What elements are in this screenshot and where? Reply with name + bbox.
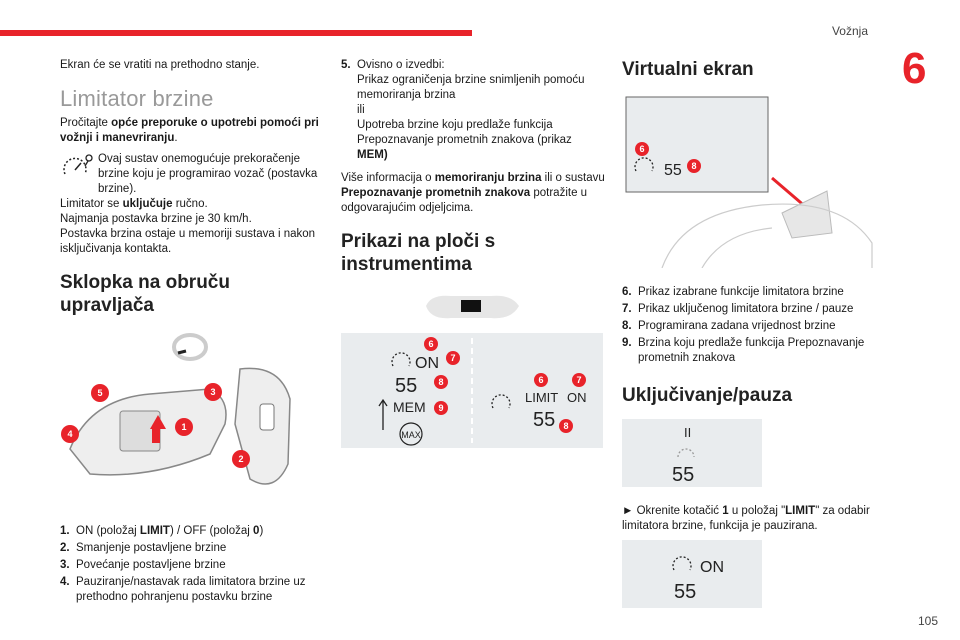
svg-text:6: 6: [639, 144, 644, 154]
note-block: Ovaj sustav onemogućuje prekoračenje brz…: [60, 152, 325, 197]
activation-title: Uključivanje/pauza: [622, 385, 793, 406]
virtual-screen-illustration: 55 6 8: [625, 96, 873, 269]
panel-badge-7-left: 7: [446, 351, 460, 365]
svg-text:6: 6: [428, 339, 433, 349]
list-item: 7.Prikaz uključenog limitatora brzine / …: [622, 303, 854, 315]
svg-text:LIMIT: LIMIT: [525, 390, 558, 405]
svg-text:2: 2: [238, 454, 243, 464]
list-item: 2.Smanjenje postavljene brzine: [60, 542, 227, 554]
more-info-text: Više informacija o memoriranju brzina il…: [341, 172, 605, 214]
instrument-panel-illustration: ON 55 MEM MAX 6 7 8 9 LIMIT ON 55 6 7 8: [341, 295, 603, 448]
svg-text:55: 55: [664, 162, 682, 179]
panel-badge-7-right: 7: [572, 373, 586, 387]
intro-text: Ekran će se vratiti na prethodno stanje.: [60, 59, 260, 71]
svg-text:9: 9: [438, 403, 443, 413]
svg-text:7: 7: [450, 353, 455, 363]
svg-text:II: II: [684, 425, 691, 440]
on-figure: ON 55: [622, 540, 892, 615]
item-5-list: 5. Ovisno o izvedbi:Prikaz ograničenja b…: [341, 58, 606, 163]
column-1: Ekran će se vratiti na prethodno stanje.…: [60, 58, 325, 607]
svg-text:6: 6: [538, 375, 543, 385]
figure-badge-5: 5: [91, 384, 109, 402]
on-illustration: ON 55: [622, 540, 762, 608]
figure-badge-2: 2: [232, 450, 250, 468]
panel-badge-9: 9: [434, 401, 448, 415]
svg-text:8: 8: [563, 421, 568, 431]
svg-text:ON: ON: [700, 559, 724, 576]
header-red-bar: [0, 30, 472, 36]
virtual-screen-figure: 55 6 8: [622, 93, 892, 273]
switch-title: Sklopka na obruču upravljača: [60, 272, 230, 316]
list-item: 6.Prikaz izabrane funkcije limitatora br…: [622, 286, 844, 298]
figure-badge-4: 4: [61, 425, 79, 443]
note-text: Ovaj sustav onemogućuje prekoračenje brz…: [98, 153, 318, 195]
svg-text:3: 3: [210, 387, 215, 397]
speed-limiter-icon: [63, 154, 93, 175]
switch-list: 1.ON (položaj LIMIT) / OFF (položaj 0) 2…: [60, 524, 325, 605]
panel-badge-8-right: 8: [559, 419, 573, 433]
panel-badge-6-left: 6: [424, 337, 438, 351]
svg-text:55: 55: [672, 464, 694, 486]
svg-text:ON: ON: [415, 355, 439, 372]
column-3: Virtualni ekran 55 6 8 6.Prikaz izabrane…: [622, 58, 892, 625]
figure-badge-1: 1: [175, 418, 193, 436]
panel-badge-6-right: 6: [534, 373, 548, 387]
svg-text:ON: ON: [567, 390, 587, 405]
steering-switch-illustration: 1 2 3 4 5: [61, 333, 291, 485]
panel-title: Prikazi na ploči s instrumentima: [341, 231, 496, 275]
virtual-badge-6: 6: [635, 142, 649, 156]
svg-text:55: 55: [395, 375, 417, 397]
steering-switch-figure: 1 2 3 4 5: [60, 329, 325, 514]
read-instructions: Pročitajte opće preporuke o upotrebi pom…: [60, 117, 319, 144]
svg-text:7: 7: [576, 375, 581, 385]
activation-step: ► Okrenite kotačić 1 u položaj "LIMIT" z…: [622, 505, 870, 532]
chapter-number: 6: [902, 44, 927, 93]
svg-text:55: 55: [674, 581, 696, 603]
svg-text:5: 5: [97, 388, 102, 398]
pause-figure: II 55: [622, 419, 892, 494]
page-number: 105: [917, 614, 938, 628]
list-item: 9.Brzina koju predlaže funkcija Prepozna…: [622, 337, 865, 364]
figure-badge-3: 3: [204, 383, 222, 401]
virtual-badge-8: 8: [687, 159, 701, 173]
list-item: 3.Povećanje postavljene brzine: [60, 559, 226, 571]
section-title: Vožnja: [831, 24, 868, 38]
list-item: 8.Programirana zadana vrijednost brzine: [622, 320, 836, 332]
svg-text:55: 55: [533, 409, 555, 431]
list-item: 4.Pauziranje/nastavak rada limitatora br…: [60, 576, 306, 603]
svg-text:MAX: MAX: [401, 430, 421, 440]
svg-text:8: 8: [691, 161, 696, 171]
panel-badge-8-left: 8: [434, 375, 448, 389]
svg-text:1: 1: [181, 422, 186, 432]
pause-illustration: II 55: [622, 419, 762, 487]
svg-text:MEM: MEM: [393, 399, 426, 415]
svg-text:4: 4: [67, 429, 72, 439]
virtual-screen-title: Virtualni ekran: [622, 59, 754, 80]
virtual-screen-list: 6.Prikaz izabrane funkcije limitatora br…: [622, 285, 892, 366]
list-item: 5. Ovisno o izvedbi:Prikaz ograničenja b…: [341, 59, 585, 161]
svg-text:8: 8: [438, 377, 443, 387]
instrument-panel-figure: ON 55 MEM MAX 6 7 8 9 LIMIT ON 55 6 7 8: [341, 288, 606, 463]
limiter-on-text: Limitator se uključuje ručno.Najmanja po…: [60, 198, 316, 255]
limitator-title: Limitator brzine: [60, 86, 214, 111]
column-2: 5. Ovisno o izvedbi:Prikaz ograničenja b…: [341, 58, 606, 473]
list-item: 1.ON (položaj LIMIT) / OFF (položaj 0): [60, 525, 264, 537]
